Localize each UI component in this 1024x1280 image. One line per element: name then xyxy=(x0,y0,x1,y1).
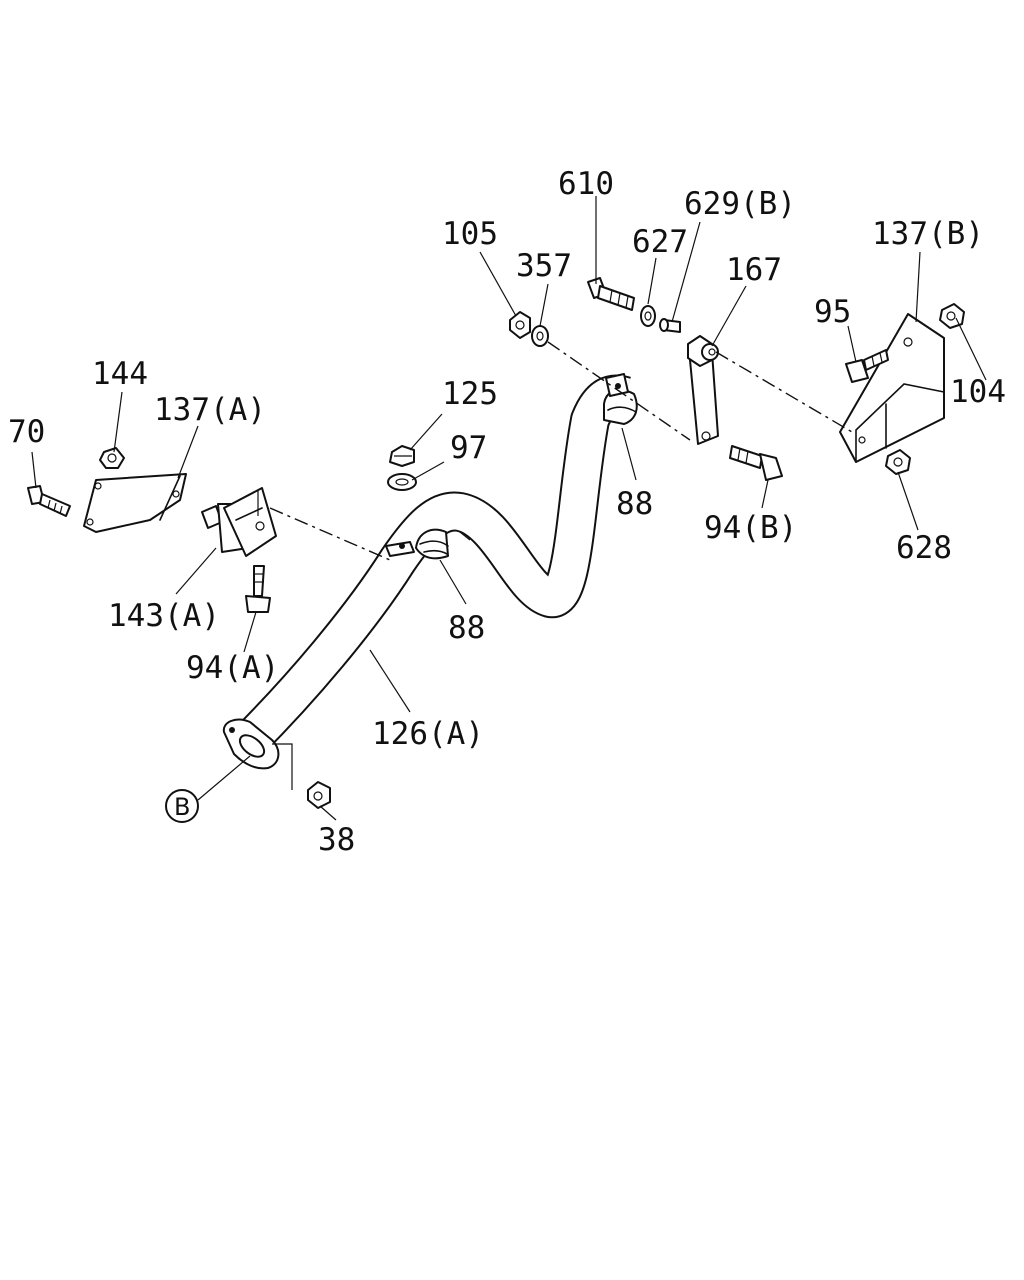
label-126a: 126(A) xyxy=(372,716,484,752)
mount-143a xyxy=(201,487,277,557)
hanger-167 xyxy=(687,335,719,445)
washer-97 xyxy=(387,473,417,491)
label-629b: 629(B) xyxy=(684,186,796,222)
label-94b: 94(B) xyxy=(704,510,797,546)
bolt-94a xyxy=(245,565,271,613)
collar-629b xyxy=(659,318,681,333)
label-88-upper: 88 xyxy=(616,486,653,522)
label-95: 95 xyxy=(814,294,851,330)
label-38: 38 xyxy=(318,822,355,858)
bolt-610 xyxy=(587,277,635,311)
exhaust-pipe-126a xyxy=(233,374,631,757)
label-94a: 94(A) xyxy=(186,650,279,686)
leader-lines xyxy=(31,196,987,821)
label-137b: 137(B) xyxy=(872,216,984,252)
label-125: 125 xyxy=(442,376,498,412)
clamp-88-lower xyxy=(385,528,449,560)
label-143a: 143(A) xyxy=(108,598,220,634)
nut-125 xyxy=(389,445,415,467)
bracket-137a xyxy=(83,473,187,533)
nut-105 xyxy=(509,311,531,339)
nut-38 xyxy=(307,781,331,809)
label-137a: 137(A) xyxy=(154,392,266,428)
reference-b-callout: B xyxy=(165,789,199,823)
label-70: 70 xyxy=(8,414,45,450)
label-610: 610 xyxy=(558,166,614,202)
label-105: 105 xyxy=(442,216,498,252)
pipe-flange xyxy=(222,718,280,770)
assembly-lines xyxy=(257,341,853,790)
nut-144 xyxy=(99,447,125,469)
label-628: 628 xyxy=(896,530,952,566)
label-88-lower: 88 xyxy=(448,610,485,646)
nut-628 xyxy=(885,449,911,475)
label-627: 627 xyxy=(632,224,688,260)
washer-357 xyxy=(531,325,549,347)
label-104: 104 xyxy=(950,374,1006,410)
part-labels: 610 629(B) 105 627 357 167 137(B) 95 104… xyxy=(8,166,1006,858)
label-144: 144 xyxy=(92,356,148,392)
reference-b-label: B xyxy=(174,793,190,821)
nut-104 xyxy=(939,303,965,329)
label-97: 97 xyxy=(450,430,487,466)
clamp-88-upper xyxy=(603,373,638,425)
label-357: 357 xyxy=(516,248,572,284)
label-167: 167 xyxy=(726,252,782,288)
bracket-137b xyxy=(839,313,945,463)
bolt-95 xyxy=(845,349,889,383)
bolt-94b xyxy=(729,445,783,481)
bolt-70 xyxy=(27,485,71,517)
washer-627 xyxy=(640,305,656,327)
